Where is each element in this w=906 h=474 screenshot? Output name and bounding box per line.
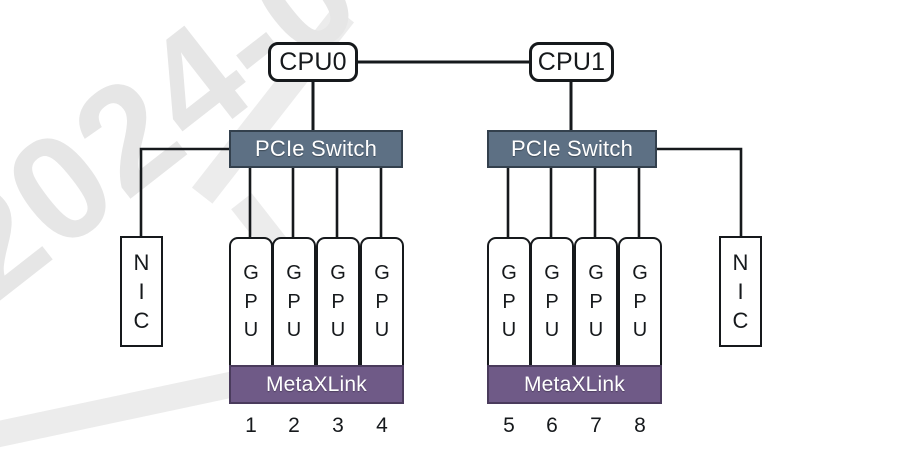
gpu-label-char: P bbox=[502, 290, 516, 313]
gpu-index-8: 8 bbox=[634, 414, 646, 437]
gpu-node-1[interactable]: G P U bbox=[229, 237, 273, 365]
gpu-label-char: G bbox=[544, 262, 560, 285]
gpu-label-char: G bbox=[243, 262, 259, 285]
gpu-node-5[interactable]: G P U bbox=[487, 237, 531, 365]
gpu-node-3[interactable]: G P U bbox=[316, 237, 360, 365]
gpu-node-8[interactable]: G P U bbox=[618, 237, 662, 365]
pcie-switch-left[interactable]: PCIe Switch bbox=[229, 130, 403, 168]
gpu-label-char: U bbox=[501, 319, 517, 342]
gpu-label-char: U bbox=[243, 319, 259, 342]
gpu-label-char: U bbox=[374, 319, 390, 342]
nic-right-char: I bbox=[737, 278, 744, 304]
metaxlink-right[interactable]: MetaXLink bbox=[487, 365, 662, 404]
nic-left-char: I bbox=[138, 278, 145, 304]
metaxlink-left-label: MetaXLink bbox=[265, 372, 368, 396]
gpu-node-4[interactable]: G P U bbox=[360, 237, 404, 365]
wire-switch-right-nic-right bbox=[655, 147, 743, 238]
gpu-label-char: P bbox=[589, 290, 603, 313]
gpu-label-char: P bbox=[244, 290, 258, 313]
gpu-node-6[interactable]: G P U bbox=[530, 237, 574, 365]
gpu-label-char: G bbox=[588, 262, 604, 285]
pcie-switch-right-label: PCIe Switch bbox=[510, 136, 634, 161]
gpu-label-char: P bbox=[545, 290, 559, 313]
nic-right-char: N bbox=[732, 249, 749, 275]
gpu-index-4: 4 bbox=[376, 414, 388, 437]
gpu-label-char: U bbox=[588, 319, 604, 342]
pcie-switch-right[interactable]: PCIe Switch bbox=[487, 130, 657, 168]
gpu-label-char: G bbox=[632, 262, 648, 285]
gpu-label-char: U bbox=[544, 319, 560, 342]
metaxlink-left[interactable]: MetaXLink bbox=[229, 365, 404, 404]
gpu-label-char: P bbox=[287, 290, 301, 313]
gpu-node-7[interactable]: G P U bbox=[574, 237, 618, 365]
cpu1-label: CPU1 bbox=[537, 47, 606, 76]
gpu-index-2: 2 bbox=[288, 414, 300, 437]
wire-switch-left-nic-left bbox=[139, 147, 231, 238]
cpu1-node[interactable]: CPU1 bbox=[529, 42, 614, 82]
pcie-switch-left-label: PCIe Switch bbox=[254, 136, 378, 161]
gpu-index-3: 3 bbox=[332, 414, 344, 437]
nic-left[interactable]: N I C bbox=[120, 236, 163, 347]
gpu-label-char: P bbox=[633, 290, 647, 313]
gpu-label-char: P bbox=[331, 290, 345, 313]
gpu-index-6: 6 bbox=[546, 414, 558, 437]
cpu0-node[interactable]: CPU0 bbox=[268, 42, 358, 82]
metaxlink-right-label: MetaXLink bbox=[523, 372, 626, 396]
gpu-label-char: G bbox=[330, 262, 346, 285]
gpu-index-7: 7 bbox=[590, 414, 602, 437]
gpu-label-char: P bbox=[375, 290, 389, 313]
gpu-label-char: U bbox=[632, 319, 648, 342]
gpu-label-char: G bbox=[374, 262, 390, 285]
gpu-label-char: G bbox=[501, 262, 517, 285]
cpu0-label: CPU0 bbox=[279, 47, 347, 76]
nic-right-char: C bbox=[732, 308, 749, 334]
gpu-label-char: U bbox=[286, 319, 302, 342]
gpu-label-char: U bbox=[330, 319, 346, 342]
gpu-label-char: G bbox=[286, 262, 302, 285]
nic-left-char: C bbox=[133, 308, 150, 334]
nic-left-char: N bbox=[133, 249, 150, 275]
gpu-index-1: 1 bbox=[245, 414, 257, 437]
nic-right[interactable]: N I C bbox=[719, 236, 762, 347]
gpu-node-2[interactable]: G P U bbox=[272, 237, 316, 365]
gpu-index-5: 5 bbox=[503, 414, 515, 437]
